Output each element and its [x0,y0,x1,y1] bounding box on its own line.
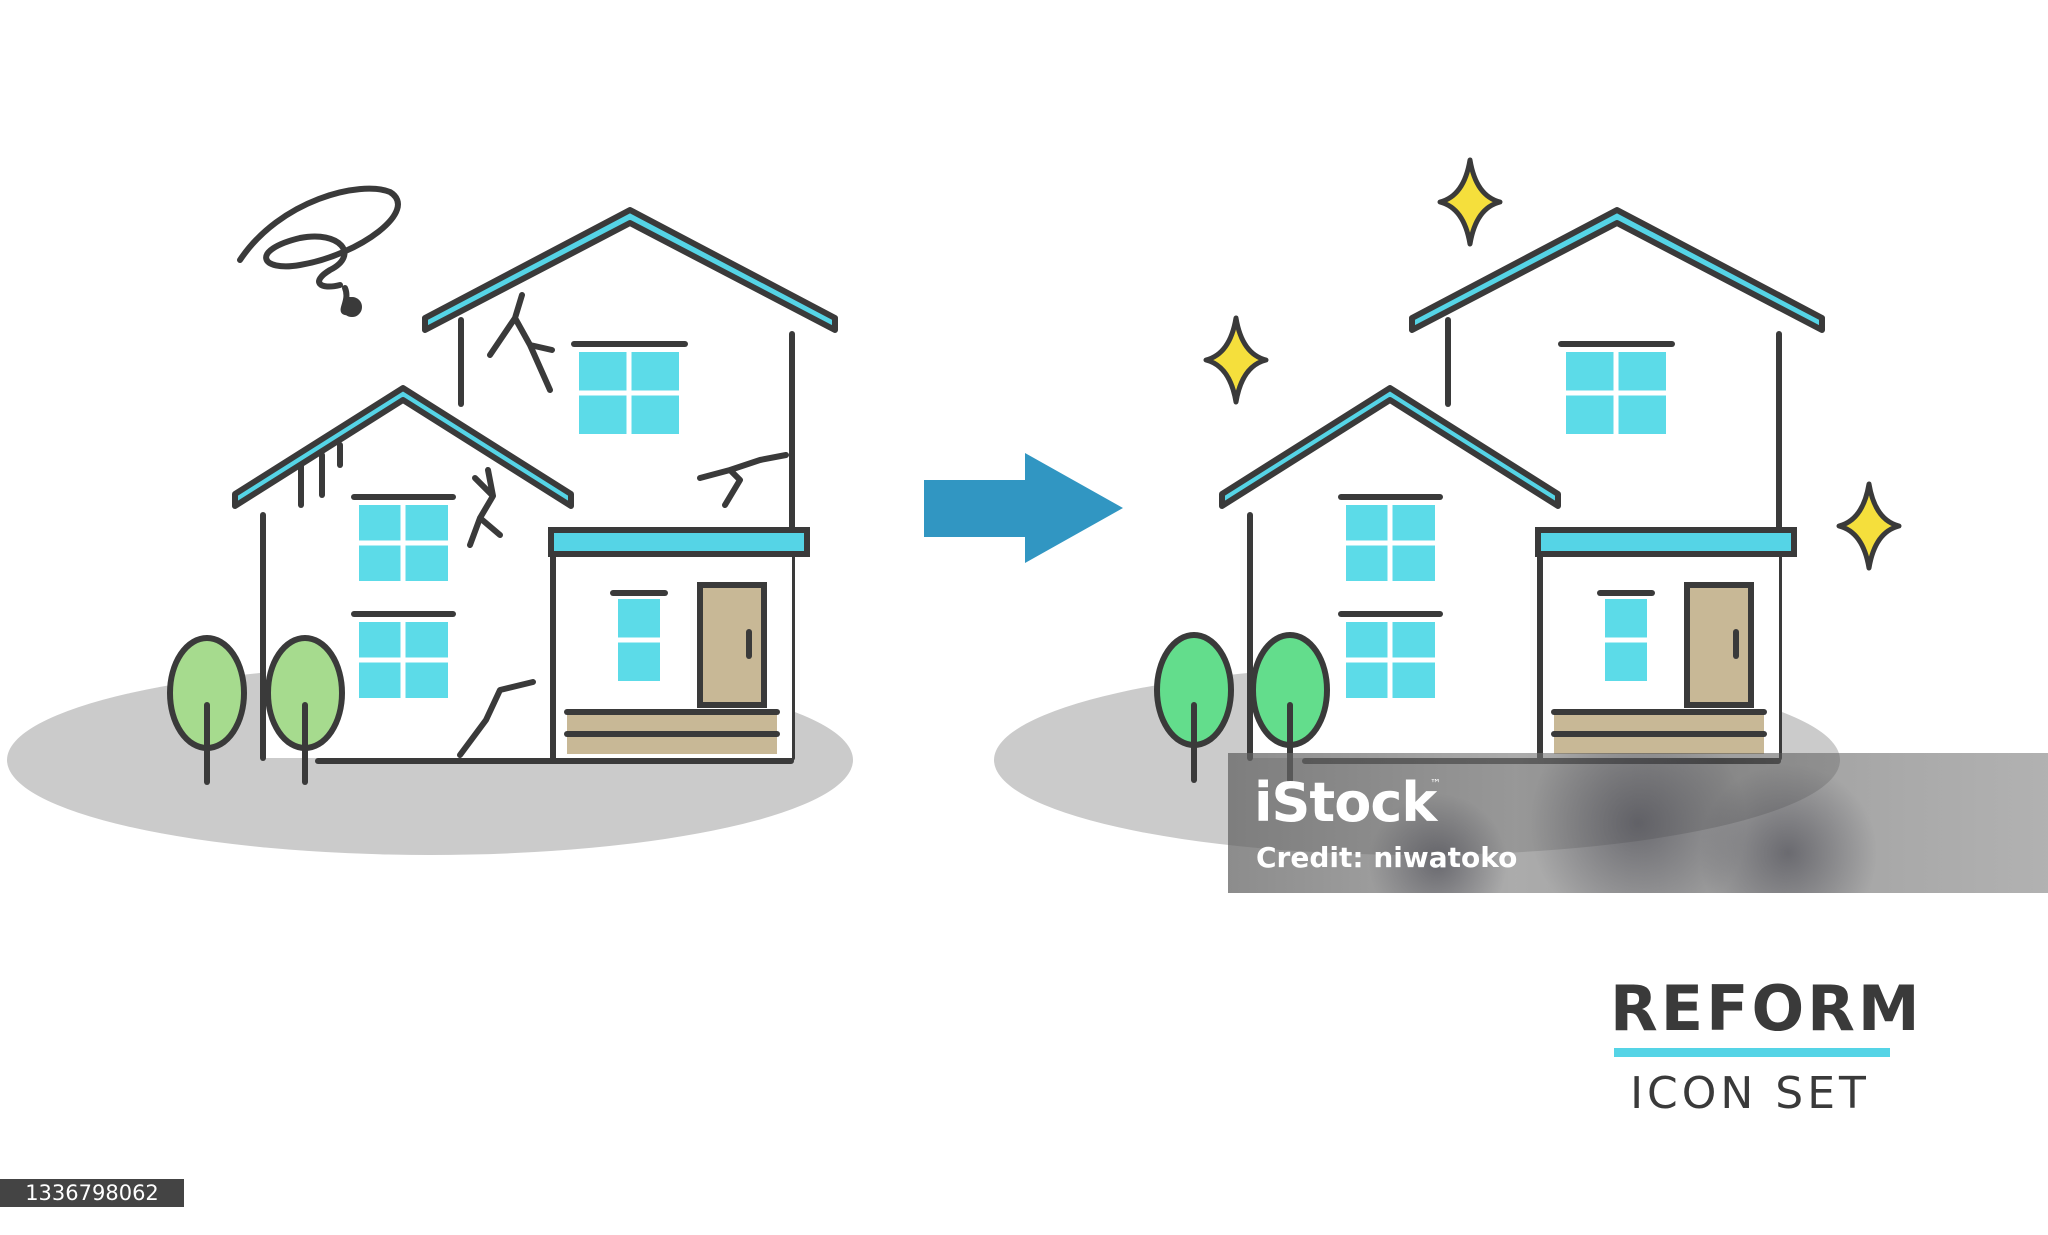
watermark-brand: iStock [1254,771,1437,834]
cracks [237,185,789,758]
sparkle-icons [1203,157,1902,571]
trees-after [1154,632,1330,783]
sparkle-icon [1437,157,1503,247]
sparkle-icon [1203,315,1269,405]
house-before [7,210,853,855]
sparkle-icon [1836,481,1902,571]
image-id-tag: 1336798062 [0,1179,184,1207]
watermark-band: iStock ™ Credit: niwatoko [1228,753,2048,893]
icon-set-subtitle: ICON SET [1630,1068,1870,1119]
arrow-icon [924,453,1123,563]
title-underline [1614,1048,1890,1057]
trees-before [167,635,345,785]
watermark-trademark: ™ [1430,777,1441,790]
reform-title: REFORM [1610,972,1923,1045]
watermark-credit: Credit: niwatoko [1256,841,1518,874]
